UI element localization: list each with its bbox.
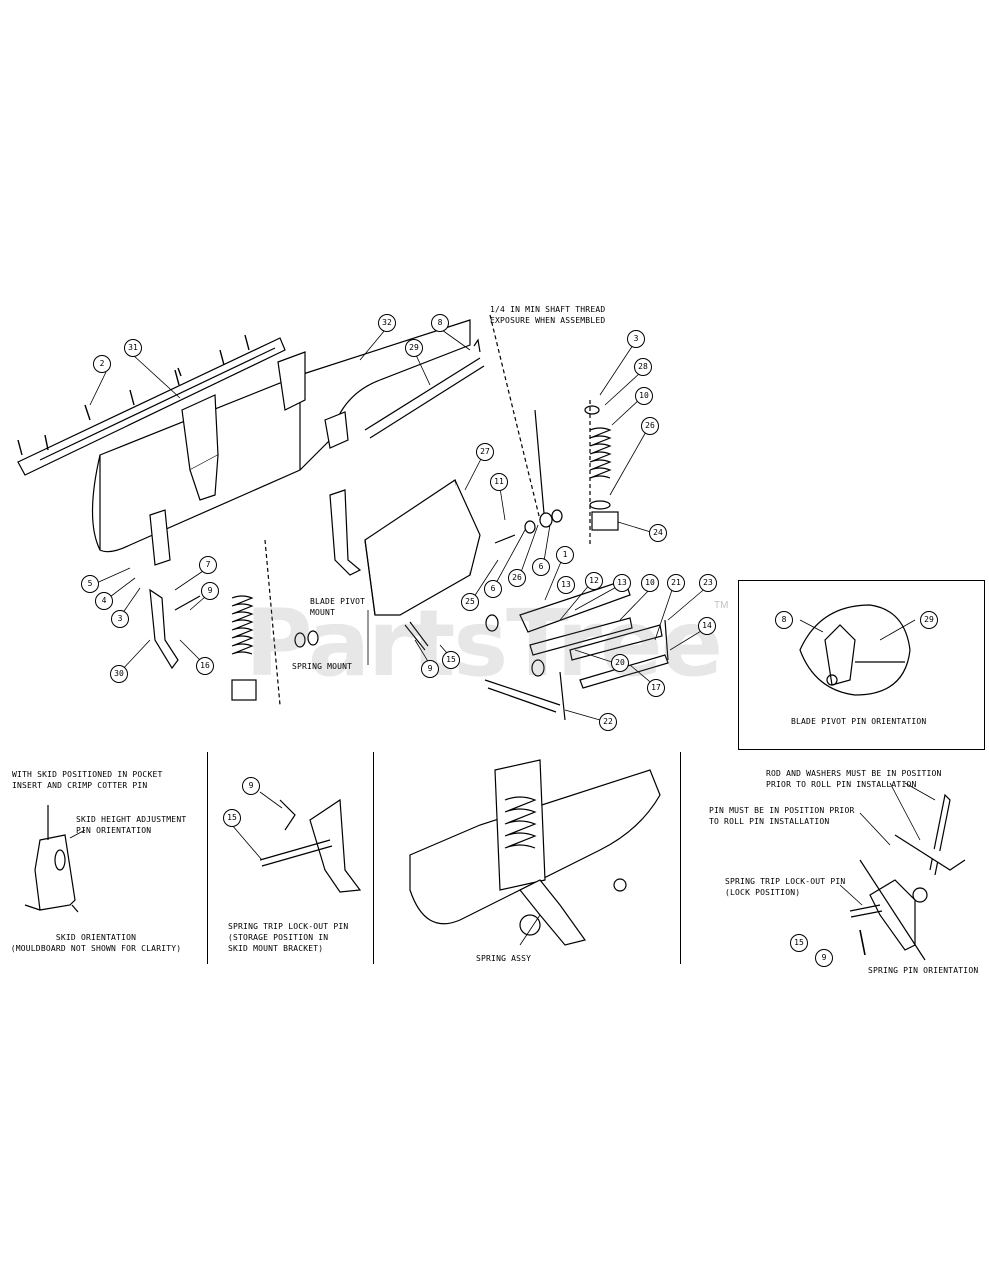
- skid-30: [149, 509, 179, 670]
- callout-8b: 8: [775, 611, 793, 629]
- callout-10b: 10: [641, 574, 659, 592]
- callout-25: 25: [461, 593, 479, 611]
- callout-5: 5: [81, 575, 99, 593]
- callout-6b: 6: [532, 558, 550, 576]
- spring-left: [231, 539, 281, 706]
- callout-22: 22: [599, 713, 617, 731]
- callout-7: 7: [199, 556, 217, 574]
- callout-26: 26: [641, 417, 659, 435]
- blade-bolts: [17, 334, 250, 456]
- callout-9b: 9: [421, 660, 439, 678]
- separator-1: [207, 752, 208, 964]
- cotter-pins: [174, 595, 429, 651]
- callout-21: 21: [667, 574, 685, 592]
- spring-pin-orientation-caption: SPRING PIN ORIENTATION: [868, 966, 979, 975]
- callout-3: 3: [627, 330, 645, 348]
- callout-26b: 26: [508, 569, 526, 587]
- callout-13b: 13: [613, 574, 631, 592]
- callout-28: 28: [634, 358, 652, 376]
- blade-pivot-inset-box: [738, 580, 985, 750]
- shaft-thread-note: 1/4 IN MIN SHAFT THREAD EXPOSURE WHEN AS…: [490, 305, 606, 325]
- skid-positioned-note: WITH SKID POSITIONED IN POCKET INSERT AN…: [12, 770, 163, 790]
- cutting-edge: [17, 337, 286, 476]
- callout-9c: 9: [242, 777, 260, 795]
- callout-4: 4: [95, 592, 113, 610]
- rod-washers-note: ROD AND WASHERS MUST BE IN POSITION PRIO…: [766, 769, 942, 789]
- skid-orientation-caption: SKID ORIENTATION (MOULDBOARD NOT SHOWN F…: [10, 933, 182, 953]
- callout-12: 12: [585, 572, 603, 590]
- spring-trip-storage-caption: SPRING TRIP LOCK-OUT PIN (STORAGE POSITI…: [228, 922, 349, 953]
- callout-23: 23: [699, 574, 717, 592]
- spring-mount-blocks: [181, 351, 306, 501]
- spring-assy-caption: SPRING ASSY: [476, 954, 532, 963]
- callout-15c: 15: [790, 934, 808, 952]
- callout-31: 31: [124, 339, 142, 357]
- callout-17: 17: [647, 679, 665, 697]
- callout-3b: 3: [111, 610, 129, 628]
- spring-trip-lock-note: SPRING TRIP LOCK-OUT PIN (LOCK POSITION): [725, 877, 846, 897]
- blade-pivot-orientation-caption: BLADE PIVOT PIN ORIENTATION: [791, 717, 927, 726]
- callout-30: 30: [110, 665, 128, 683]
- spring-mount-label: SPRING MOUNT: [292, 662, 353, 671]
- callout-10: 10: [635, 387, 653, 405]
- callout-9d: 9: [815, 949, 833, 967]
- pivot-detail-art: [799, 604, 916, 696]
- pin-position-note: PIN MUST BE IN POSITION PRIOR TO ROLL PI…: [709, 806, 855, 826]
- callout-15: 15: [442, 651, 460, 669]
- callout-27: 27: [476, 443, 494, 461]
- separator-2: [373, 752, 374, 964]
- partstree-watermark: PartsTree: [245, 590, 723, 697]
- washers-spring-mount: [294, 630, 319, 648]
- skid-detail-art: [24, 805, 86, 913]
- spring-pin-art: [839, 782, 966, 961]
- callout-24: 24: [649, 524, 667, 542]
- right-bracket: [324, 411, 362, 576]
- callout-13: 13: [557, 576, 575, 594]
- callout-16: 16: [196, 657, 214, 675]
- separator-3: [680, 752, 681, 964]
- trademark-symbol: TM: [714, 600, 729, 611]
- shaft-assembly: [489, 314, 563, 544]
- storage-detail-art: [231, 791, 362, 893]
- callout-11: 11: [490, 473, 508, 491]
- callout-15b: 15: [223, 809, 241, 827]
- callout-1: 1: [556, 546, 574, 564]
- callout-2: 2: [93, 355, 111, 373]
- callout-32: 32: [378, 314, 396, 332]
- spring-right: [584, 400, 619, 545]
- callout-8: 8: [431, 314, 449, 332]
- callout-14: 14: [698, 617, 716, 635]
- top-rod: [364, 338, 485, 439]
- callout-29: 29: [405, 339, 423, 357]
- callout-6: 6: [484, 580, 502, 598]
- lower-pins: [484, 579, 669, 721]
- spring-assy-art: [409, 759, 661, 946]
- blade-pivot-mount-label: BLADE PIVOT MOUNT: [310, 597, 366, 617]
- pivot-frame-27: [364, 479, 481, 616]
- callout-9: 9: [201, 582, 219, 600]
- callout-20: 20: [611, 654, 629, 672]
- callout-29b: 29: [920, 611, 938, 629]
- skid-height-note: SKID HEIGHT ADJUSTMENT PIN ORIENTATION: [76, 815, 187, 835]
